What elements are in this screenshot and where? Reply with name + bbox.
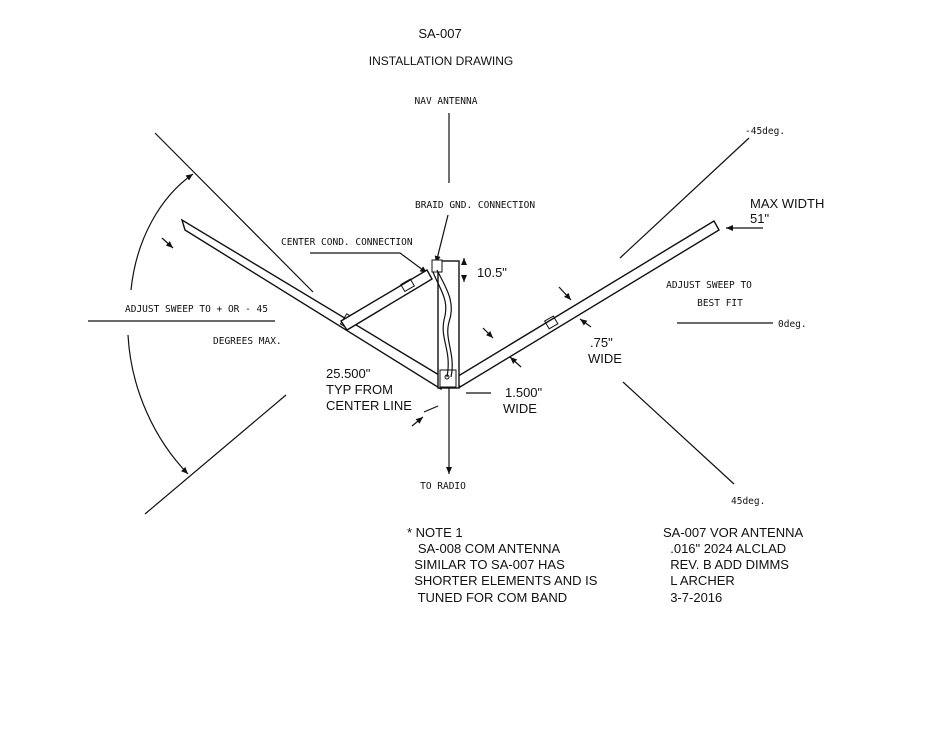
left-sweep-arc-upper [130, 173, 194, 291]
coax-center-wire [432, 271, 449, 378]
note-line: SA-008 COM ANTENNA [407, 541, 560, 556]
nav-antenna-label: NAV ANTENNA [415, 96, 478, 107]
degrees-max-label: DEGREES MAX. [213, 336, 282, 347]
max-width-value: 51" [750, 211, 769, 226]
minus-45-label: -45deg. [745, 126, 785, 137]
title-block-line: REV. B ADD DIMMS [663, 557, 789, 572]
element-width-arrow-top [558, 286, 572, 301]
left-element [180, 218, 445, 391]
title-block-line: SA-007 VOR ANTENNA [663, 525, 803, 540]
right-sweep-upper-ref-line [619, 137, 750, 259]
mast-width-label: 1.500" [505, 385, 543, 400]
drawing-subtitle: INSTALLATION DRAWING [369, 54, 513, 68]
right-element [454, 220, 720, 388]
element-width-wide: WIDE [588, 351, 622, 366]
note-block: * NOTE 1 SA-008 COM ANTENNA SIMILAR TO S… [407, 525, 598, 605]
element-width-label: .75" [590, 335, 613, 350]
title-block: SA-007 VOR ANTENNA .016" 2024 ALCLAD REV… [663, 525, 803, 605]
braid-connection-leader [434, 214, 449, 264]
left-brace [340, 269, 433, 331]
typ-dimension-value: 25.500" [326, 366, 371, 381]
best-fit-label: BEST FIT [697, 298, 743, 309]
right-sweep-lower-ref-line [622, 381, 735, 485]
zero-deg-label: 0deg. [778, 319, 807, 330]
braid-connection-label: BRAID GND. CONNECTION [415, 200, 535, 211]
title-block-line: 3-7-2016 [663, 590, 722, 605]
coax-braid-wire [436, 269, 453, 378]
left-sweep-lower-ref-line [144, 394, 287, 515]
mast-width-arrow-top [482, 327, 494, 339]
title-block-line: .016" 2024 ALCLAD [663, 541, 786, 556]
note-line: SIMILAR TO SA-007 HAS [407, 557, 565, 572]
left-brace-rivet-plate [400, 278, 416, 293]
typ-dimension-leader [411, 416, 424, 427]
element-width-arrow-bottom [579, 318, 592, 328]
typ-dimension-text: TYP FROM [326, 382, 393, 397]
height-dim-label: 10.5" [477, 265, 507, 280]
title-block-line: L ARCHER [663, 573, 735, 588]
center-connection-label: CENTER COND. CONNECTION [281, 237, 413, 248]
drawing-title: SA-007 [418, 26, 461, 41]
mast-width-wide: WIDE [503, 401, 537, 416]
note-line: TUNED FOR COM BAND [407, 590, 567, 605]
right-element-rivet-plate [543, 315, 559, 330]
max-width-label: MAX WIDTH [750, 196, 824, 211]
typ-dimension-tick [423, 405, 439, 413]
note-line: * NOTE 1 [407, 525, 463, 540]
plus-45-label: 45deg. [731, 496, 765, 507]
center-connection-leader [310, 252, 428, 274]
left-sweep-arc-lower [127, 334, 189, 475]
left-element-width-tick [161, 237, 174, 249]
left-sweep-upper-ref-line [154, 132, 314, 293]
adjust-sweep-right-label: ADJUST SWEEP TO [666, 280, 752, 291]
mast-top-connector [431, 259, 443, 273]
note-line: SHORTER ELEMENTS AND IS [407, 573, 598, 588]
typ-dimension-reference: CENTER LINE [326, 398, 412, 413]
to-radio-label: TO RADIO [420, 481, 466, 492]
adjust-sweep-left-label: ADJUST SWEEP TO + OR - 45 [125, 304, 268, 315]
mast-width-arrow-bottom [509, 356, 522, 368]
